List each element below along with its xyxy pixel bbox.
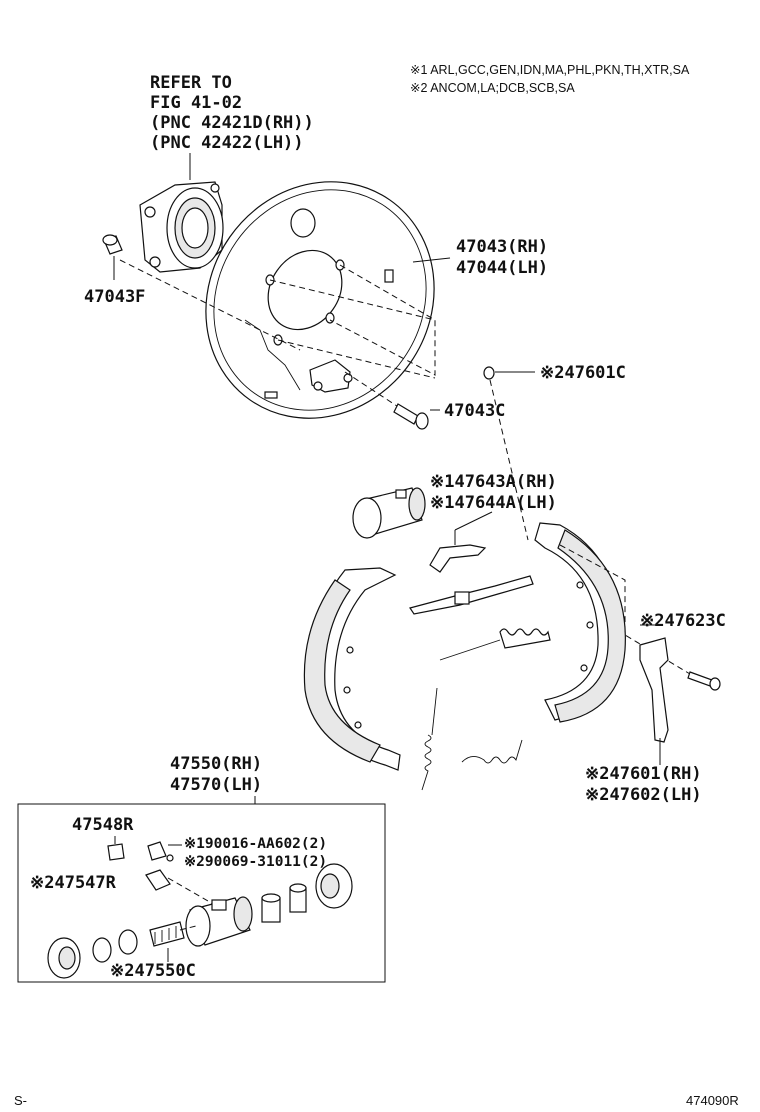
footer-left: S-: [14, 1093, 27, 1108]
label-47547R: ※247547R: [30, 873, 117, 893]
label-47550C: ※247550C: [110, 961, 196, 981]
footer-figure-id: 474090R: [686, 1093, 739, 1108]
label-47548R: 47548R: [72, 815, 134, 835]
cylinder-spring-drawing: [149, 921, 185, 947]
adjuster-lever-drawing: [429, 511, 493, 573]
label-47643A: ※147643A(RH): [430, 472, 557, 492]
backing-plate-drawing: [205, 181, 435, 419]
right-brake-shoe-drawing: [534, 522, 626, 723]
label-47570LH: 47570(LH): [170, 775, 262, 795]
bleeder-cap-drawing: [107, 843, 125, 861]
parking-lever-drawing: [639, 637, 669, 765]
mounting-bolts-drawing: [147, 841, 174, 862]
label-47044LH: 47044(LH): [456, 258, 548, 278]
label-47644A: ※147644A(LH): [430, 493, 557, 513]
cylinder-boot-left-drawing: [47, 937, 81, 979]
bleeder-plug-drawing: [145, 869, 171, 891]
wheel-cylinder-body-drawing: [185, 896, 253, 947]
cylinder-boot-right-drawing: [315, 863, 353, 909]
bolt-47043C-drawing: [344, 371, 429, 430]
pin-47623C-drawing: [640, 624, 721, 691]
note-1: ※1 ARL,GCC,GEN,IDN,MA,PHL,PKN,TH,XTR,SA: [410, 63, 690, 77]
label-47602LH: ※247602(LH): [585, 785, 702, 805]
refer-line-2: FIG 41-02: [150, 93, 242, 113]
return-spring-lower-drawing: [421, 687, 523, 791]
wheel-cylinder-kit-box: [17, 803, 386, 983]
label-90016: ※190016-AA602(2): [184, 836, 327, 852]
refer-line-4: (PNC 42422(LH)): [150, 133, 304, 153]
cylinder-top-drawing: [352, 487, 426, 539]
note-2: ※2 ANCOM,LA;DCB,SCB,SA: [410, 81, 575, 95]
label-47043F: 47043F: [84, 287, 145, 307]
label-47550RH: 47550(RH): [170, 754, 262, 774]
label-47601RH: ※247601(RH): [585, 764, 702, 784]
label-47043RH: 47043(RH): [456, 237, 548, 257]
left-brake-shoe-drawing: [303, 567, 401, 771]
label-47043C: 47043C: [444, 401, 505, 421]
label-47623C: ※247623C: [640, 611, 726, 631]
refer-line-1: REFER TO: [150, 73, 232, 93]
clip-47601C-drawing: [483, 366, 535, 541]
cylinder-piston-right-drawing: [261, 883, 307, 923]
axle-hub-drawing: [139, 153, 224, 273]
hub-nut-drawing: [102, 234, 123, 280]
adjuster-strut-drawing: [409, 575, 534, 615]
return-spring-upper-drawing: [439, 628, 551, 661]
refer-line-3: (PNC 42421D(RH)): [150, 113, 314, 133]
label-90069: ※290069-31011(2): [184, 854, 327, 870]
label-47601C: ※247601C: [540, 363, 626, 383]
cylinder-piston-left-drawing: [92, 929, 138, 963]
